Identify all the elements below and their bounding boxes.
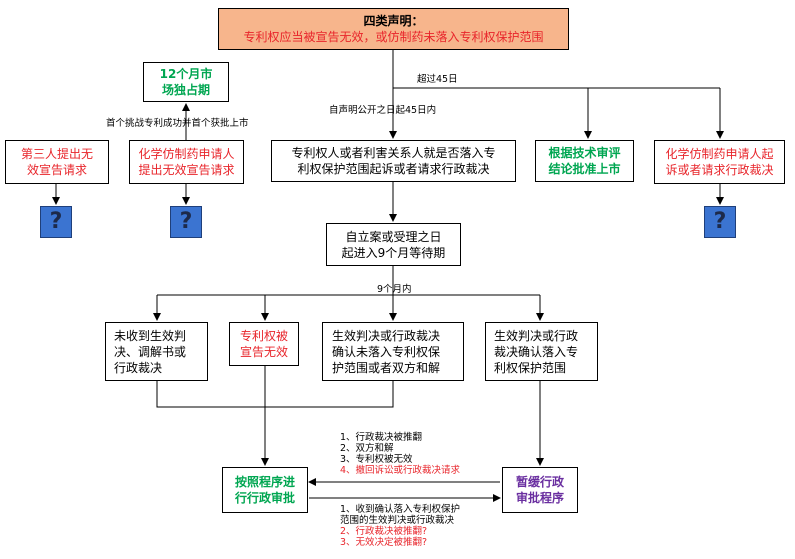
fall-line2: 裁决确认落入专: [494, 344, 579, 359]
to-proceed-note-3: 3、专利权被无效: [340, 454, 413, 465]
to-proceed-note-2: 2、双方和解: [340, 443, 394, 454]
within45-label: 自声明公开之日起45日内: [329, 105, 437, 116]
header-subtitle: 专利权应当被宣告无效，或仿制药未落入专利权保护范围: [243, 30, 544, 44]
monopoly-box: 12个月市 场独占期: [143, 62, 229, 102]
chem-sue-line1: 化学仿制药申请人起: [665, 147, 774, 161]
to-suspend-note-3: 2、行政裁决被推翻?: [340, 526, 428, 537]
proceed-line2: 行行政审批: [234, 491, 295, 505]
unknown-outcome-chem-invalid: ?: [170, 206, 202, 238]
third-party-line2: 效宣告请求: [26, 163, 87, 177]
chem-invalid-box: 化学仿制药申请人 提出无效宣告请求: [129, 140, 244, 184]
invalidated-line1: 专利权被: [239, 329, 288, 343]
wait-period-box: 自立案或受理之日 起进入9个月等待期: [326, 223, 461, 266]
to-suspend-note-4: 3、无效决定被推翻?: [340, 537, 428, 548]
not-fall-line2: 确认未落入专利权保: [332, 344, 441, 359]
to-proceed-notes: 1、行政裁决被推翻 2、双方和解 3、专利权被无效 4、撤回诉讼或行政裁决请求: [340, 432, 460, 476]
not-fall-line3: 护范围或者双方和解: [332, 360, 441, 375]
wait-line2: 起进入9个月等待期: [341, 245, 446, 260]
no-ruling-line1: 未收到生效判: [114, 328, 187, 343]
wait-line1: 自立案或受理之日: [345, 229, 442, 244]
proceed-approval-box: 按照程序进 行行政审批: [222, 467, 308, 513]
tech-review-line1: 根据技术审评: [548, 146, 621, 160]
third-party-line1: 第三人提出无: [20, 147, 93, 161]
unknown-outcome-chem-sue: ?: [704, 206, 736, 238]
header-box: 四类声明： 专利权应当被宣告无效，或仿制药未落入专利权保护范围: [218, 8, 569, 50]
tech-review-box: 根据技术审评 结论批准上市: [535, 140, 634, 182]
nine-months-label: 9个月内: [377, 284, 412, 295]
no-ruling-box: 未收到生效判 决、调解书或 行政裁决: [105, 322, 208, 381]
unknown-outcome-third-party: ?: [40, 206, 72, 238]
to-suspend-note-2: 范围的生效判决或行政裁决: [340, 515, 455, 526]
patentee-line2: 利权保护范围起诉或者请求行政裁决: [297, 162, 490, 176]
invalidated-line2: 宣告无效: [239, 345, 288, 359]
fall-box: 生效判决或行政 裁决确认落入专 利权保护范围: [485, 322, 598, 381]
proceed-line1: 按照程序进: [234, 475, 295, 489]
chem-invalid-line1: 化学仿制药申请人: [138, 147, 235, 161]
fall-line3: 利权保护范围: [494, 360, 567, 375]
over45-label: 超过45日: [417, 74, 458, 85]
header-title: 四类声明：: [363, 14, 424, 28]
chem-sue-line2: 诉或者请求行政裁决: [665, 163, 774, 177]
no-ruling-line2: 决、调解书或: [114, 344, 187, 359]
to-suspend-notes: 1、收到确认落入专利权保护 范围的生效判决或行政裁决 2、行政裁决被推翻? 3、…: [340, 504, 460, 548]
chem-invalid-line2: 提出无效宣告请求: [138, 163, 235, 177]
chem-sue-box: 化学仿制药申请人起 诉或者请求行政裁决: [654, 140, 785, 184]
no-ruling-line3: 行政裁决: [114, 360, 163, 375]
patentee-box: 专利权人或者利害关系人就是否落入专 利权保护范围起诉或者请求行政裁决: [271, 140, 516, 182]
fall-line1: 生效判决或行政: [494, 328, 579, 343]
not-fall-box: 生效判决或行政裁决 确认未落入专利权保 护范围或者双方和解: [322, 322, 464, 381]
suspend-line1: 暂缓行政: [515, 475, 564, 489]
to-proceed-note-1: 1、行政裁决被推翻: [340, 432, 423, 443]
tech-review-line2: 结论批准上市: [548, 162, 621, 176]
to-proceed-note-4: 4、撤回诉讼或行政裁决请求: [340, 465, 461, 476]
suspend-approval-box: 暂缓行政 审批程序: [502, 467, 578, 513]
to-suspend-note-1: 1、收到确认落入专利权保护: [340, 504, 461, 515]
not-fall-line1: 生效判决或行政裁决: [332, 328, 441, 343]
monopoly-line1: 12个月市: [159, 67, 213, 81]
first-challenge-label: 首个挑战专利成功并首个获批上市: [106, 118, 249, 129]
invalidated-box: 专利权被 宣告无效: [229, 322, 299, 366]
edge-merge-bottom: [156, 381, 394, 408]
third-party-box: 第三人提出无 效宣告请求: [5, 140, 109, 184]
suspend-line2: 审批程序: [515, 491, 564, 505]
patentee-line1: 专利权人或者利害关系人就是否落入专: [291, 146, 496, 160]
monopoly-line2: 场独占期: [161, 83, 210, 97]
